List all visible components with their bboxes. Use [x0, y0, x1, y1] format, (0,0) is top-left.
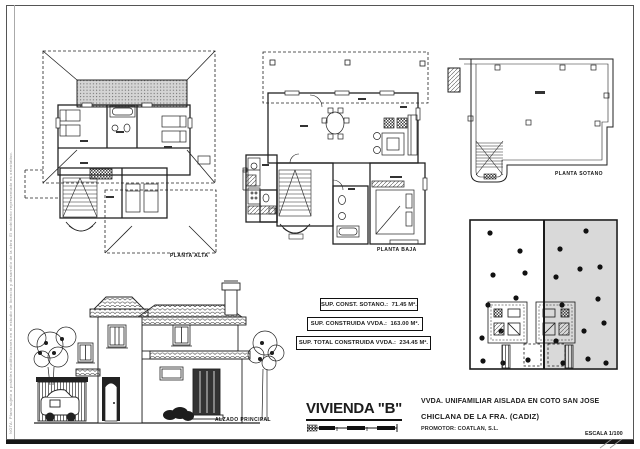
bedroom — [371, 180, 419, 245]
walls — [57, 104, 191, 219]
stairs — [475, 140, 504, 180]
terrace — [76, 79, 188, 108]
project-description: VVDA. UNIFAMILIAR AISLADA EN COTO SAN JO… — [421, 398, 600, 405]
stairs — [278, 169, 312, 240]
planta-sotano-drawing — [447, 58, 614, 183]
dining-set — [321, 107, 350, 140]
planta-baja-label: PLANTA BAJA — [377, 247, 417, 253]
garage-door — [189, 368, 224, 420]
area-box-sotano: SUP. CONST. SOTANO.: 71.45 M². — [320, 298, 418, 311]
alzado-principal-label: ALZADO PRINCIPAL — [215, 417, 271, 423]
door-arcs — [289, 94, 344, 191]
shower — [89, 168, 113, 180]
porch-outline — [262, 51, 429, 104]
tower-window — [106, 324, 128, 349]
columns — [467, 64, 610, 127]
stairs — [62, 177, 98, 232]
left-window — [76, 342, 95, 364]
area-text-construida: SUP. CONSTRUIDA VVDA.: 163.00 M². — [310, 321, 420, 327]
right-block — [133, 304, 251, 424]
driveways — [501, 343, 574, 369]
planta-sotano-label: PLANTA SOTANO — [555, 171, 603, 177]
house-footprint-b — [535, 301, 576, 344]
roof-outline — [24, 50, 217, 254]
room-text-marks — [535, 91, 545, 94]
elevation-drawing — [27, 280, 285, 424]
area-text-total: SUP. TOTAL CONSTRUIDA VVDA.: 234.45 M². — [298, 340, 429, 346]
project-location: CHICLANA DE LA FRA. (CADIZ) — [421, 412, 540, 421]
shrub — [163, 407, 194, 421]
walls — [245, 92, 426, 245]
scale-label: ESCALA 1/100 — [585, 431, 623, 437]
wc — [262, 193, 276, 215]
chimney — [221, 280, 241, 316]
entry-door — [102, 377, 120, 422]
house-footprint-a — [487, 301, 528, 344]
area-box-construida: SUP. CONSTRUIDA VVDA.: 163.00 M². — [307, 317, 423, 331]
roof-hips — [42, 50, 217, 254]
left-tree — [27, 326, 77, 386]
planta-alta-drawing — [24, 50, 217, 254]
room-text-marks — [262, 98, 407, 190]
inner-wall — [464, 63, 609, 178]
porch-posts — [269, 59, 426, 67]
planta-alta-label: PLANTA ALTA — [170, 253, 209, 259]
margin-note: NOTA: Plano sujeto a posibles modificaci… — [8, 151, 13, 434]
entry-porch — [242, 167, 260, 191]
area-box-total: SUP. TOTAL CONSTRUIDA VVDA.: 234.45 M². — [296, 336, 431, 350]
sheet-border — [6, 5, 634, 440]
area-text-sotano: SUP. CONST. SOTANO.: 71.45 M². — [321, 301, 417, 308]
lightwell — [447, 67, 461, 93]
room-text-marks — [80, 131, 172, 198]
left-margin-line — [14, 5, 15, 439]
sofa-set — [373, 114, 418, 156]
bathroom — [336, 195, 360, 238]
plot-b-shade — [545, 221, 616, 368]
bottom-border-bar — [6, 440, 634, 444]
bathroom-fixtures — [109, 105, 136, 133]
windows — [284, 90, 428, 191]
graphic-scale-bar — [307, 424, 398, 432]
site-plan-drawing — [469, 219, 618, 370]
outer-wall — [459, 58, 614, 183]
upper-right-window — [171, 324, 192, 347]
trees-right-plot — [553, 228, 609, 366]
right-tree — [247, 330, 285, 422]
carport — [36, 377, 88, 422]
wall-plaque — [159, 366, 184, 381]
planta-baja-drawing — [242, 51, 429, 245]
promoter-line: PROMOTOR: COATLAN, S.L. — [421, 426, 499, 432]
sheet-title: VIVIENDA "B" — [306, 400, 402, 421]
fold-mark — [599, 438, 623, 449]
window-ticks — [55, 102, 211, 165]
bedroom-beds — [59, 109, 187, 213]
